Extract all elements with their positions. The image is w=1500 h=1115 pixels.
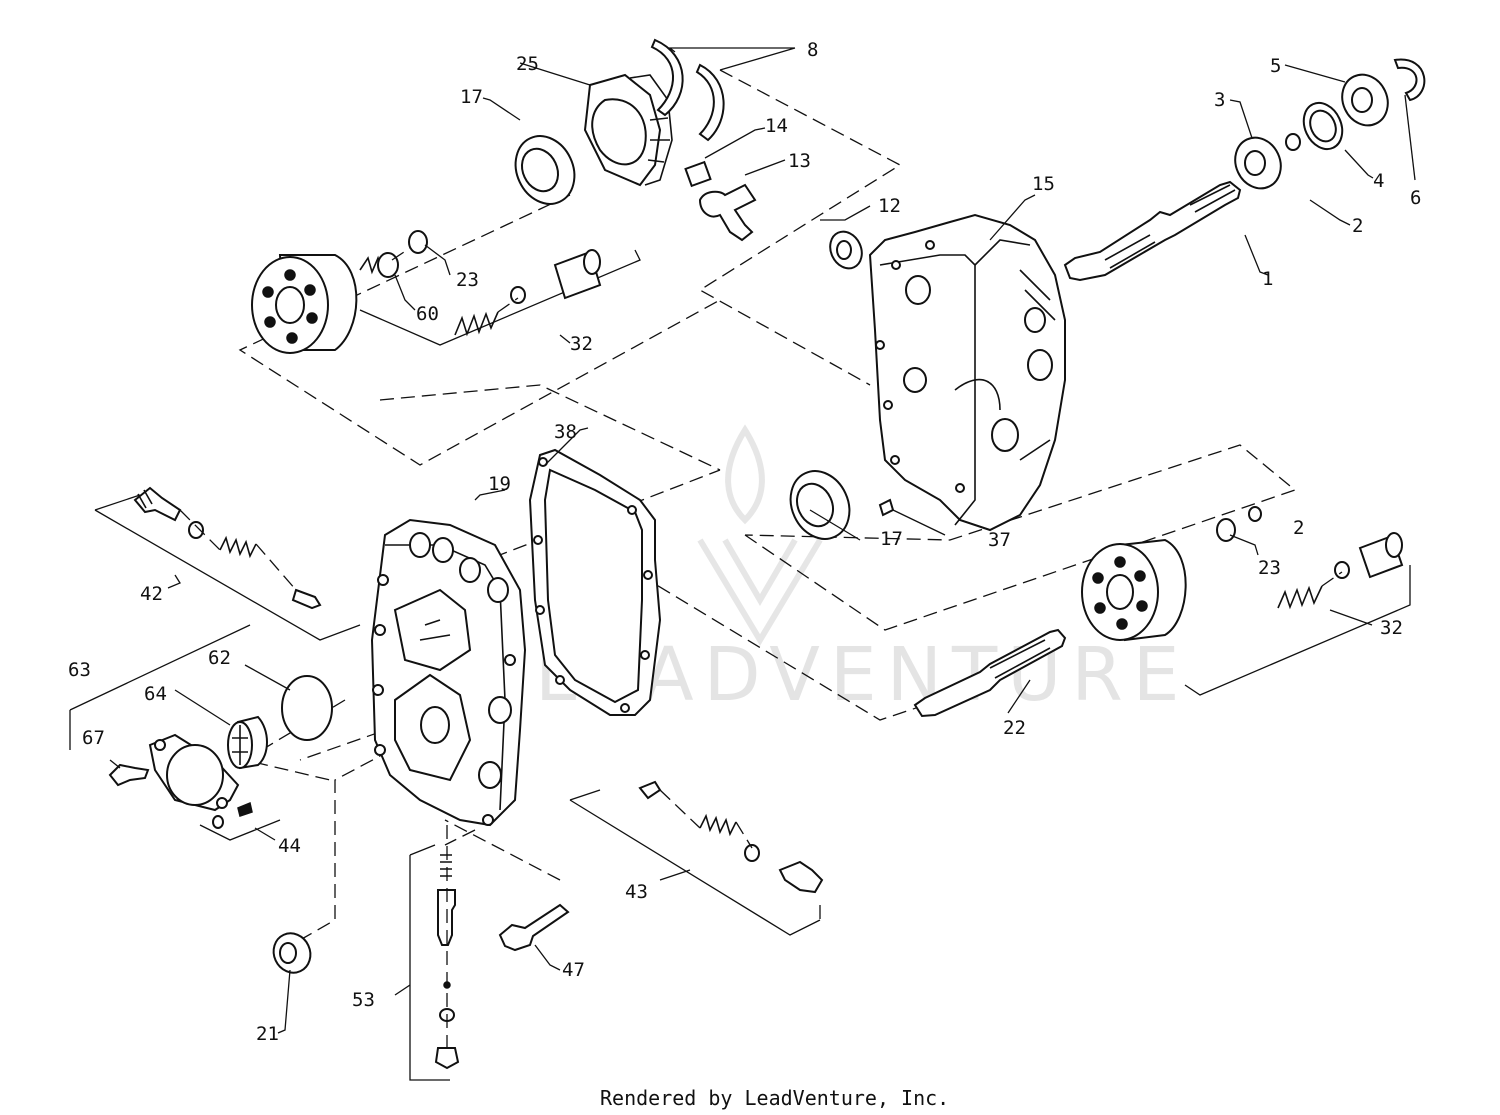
- callout-22: 22: [1003, 717, 1026, 739]
- callout-43: 43: [625, 881, 648, 903]
- seal-17-bottom: [789, 470, 851, 540]
- callout-23-bottom: 23: [1258, 557, 1281, 579]
- callout-44: 44: [278, 835, 301, 857]
- callout-1: 1: [1262, 268, 1273, 290]
- callout-17-bottom: 17: [880, 528, 903, 550]
- check-valve-32-top: [454, 249, 602, 337]
- assembly-dash-lines: [238, 69, 1297, 941]
- o-ring-23-bottom: [1216, 518, 1236, 542]
- callout-32-bottom: 32: [1380, 617, 1403, 639]
- gasket-38: [528, 448, 662, 716]
- housing-15: [868, 213, 1066, 532]
- callout-13: 13: [788, 150, 811, 172]
- snap-ring-6: [1393, 58, 1426, 102]
- callout-3: 3: [1214, 89, 1225, 111]
- callout-4: 4: [1373, 170, 1384, 192]
- callout-37: 37: [988, 529, 1011, 551]
- rendered-by-credit: Rendered by LeadVenture, Inc.: [600, 1086, 949, 1110]
- callout-19: 19: [488, 473, 511, 495]
- callout-47: 47: [562, 959, 585, 981]
- control-shaft-13: [698, 183, 757, 242]
- insert-8: [650, 38, 725, 142]
- callout-63: 63: [68, 659, 91, 681]
- spring-60: [359, 252, 399, 278]
- callout-42: 42: [140, 583, 163, 605]
- callout-12: 12: [878, 195, 901, 217]
- callout-25: 25: [516, 53, 539, 75]
- washer-4: [1302, 101, 1344, 151]
- washer-2-bottom: [1248, 506, 1262, 522]
- swashplate-25: [583, 73, 673, 187]
- pin-37: [878, 498, 895, 517]
- callout-67: 67: [82, 727, 105, 749]
- callout-62: 62: [208, 647, 231, 669]
- callout-5: 5: [1270, 55, 1281, 77]
- cylinder-block-top: [251, 254, 358, 354]
- callout-8: 8: [807, 39, 818, 61]
- callout-leaders: [109, 47, 1416, 1034]
- seal-17-top: [514, 135, 576, 205]
- cylinder-block-bottom: [1081, 538, 1187, 642]
- callout-38: 38: [554, 421, 577, 443]
- callout-60: 60: [416, 303, 439, 325]
- seal-12: [829, 230, 863, 270]
- bearing-5: [1341, 73, 1389, 127]
- filter-64: [227, 715, 268, 770]
- watermark-logo: [697, 424, 823, 646]
- callout-32-top: 32: [570, 333, 593, 355]
- callout-labels: 1 2 2 3 4 5 6 8 12 13 14 15 17 17 19 21 …: [68, 39, 1421, 1045]
- input-shaft-1: [1063, 180, 1242, 282]
- bearing-3: [1234, 136, 1282, 190]
- plug-44: [212, 801, 253, 829]
- valve-plug-43: [638, 780, 824, 894]
- washer-2-top: [1285, 133, 1301, 151]
- callout-15: 15: [1032, 173, 1055, 195]
- o-ring-23-top: [408, 230, 428, 254]
- callout-2-top: 2: [1352, 215, 1363, 237]
- center-section-19: [370, 518, 527, 827]
- callout-14: 14: [765, 115, 788, 137]
- valve-plug-42: [133, 486, 322, 610]
- callout-23-top: 23: [456, 269, 479, 291]
- bolt-47: [498, 903, 570, 952]
- callout-53: 53: [352, 989, 375, 1011]
- bolt-67: [108, 763, 150, 787]
- shaft-22: [913, 628, 1067, 718]
- callout-21: 21: [256, 1023, 279, 1045]
- callout-64: 64: [144, 683, 167, 705]
- block-14: [684, 160, 712, 188]
- bracket-lines: [69, 249, 1411, 1081]
- cover-63: [148, 733, 240, 812]
- o-ring-62: [281, 675, 333, 741]
- callout-6: 6: [1410, 187, 1421, 209]
- check-valve-32-bottom: [1277, 532, 1404, 610]
- callout-17-top: 17: [460, 86, 483, 108]
- callout-2-bottom: 2: [1293, 517, 1304, 539]
- seal-21: [272, 932, 312, 974]
